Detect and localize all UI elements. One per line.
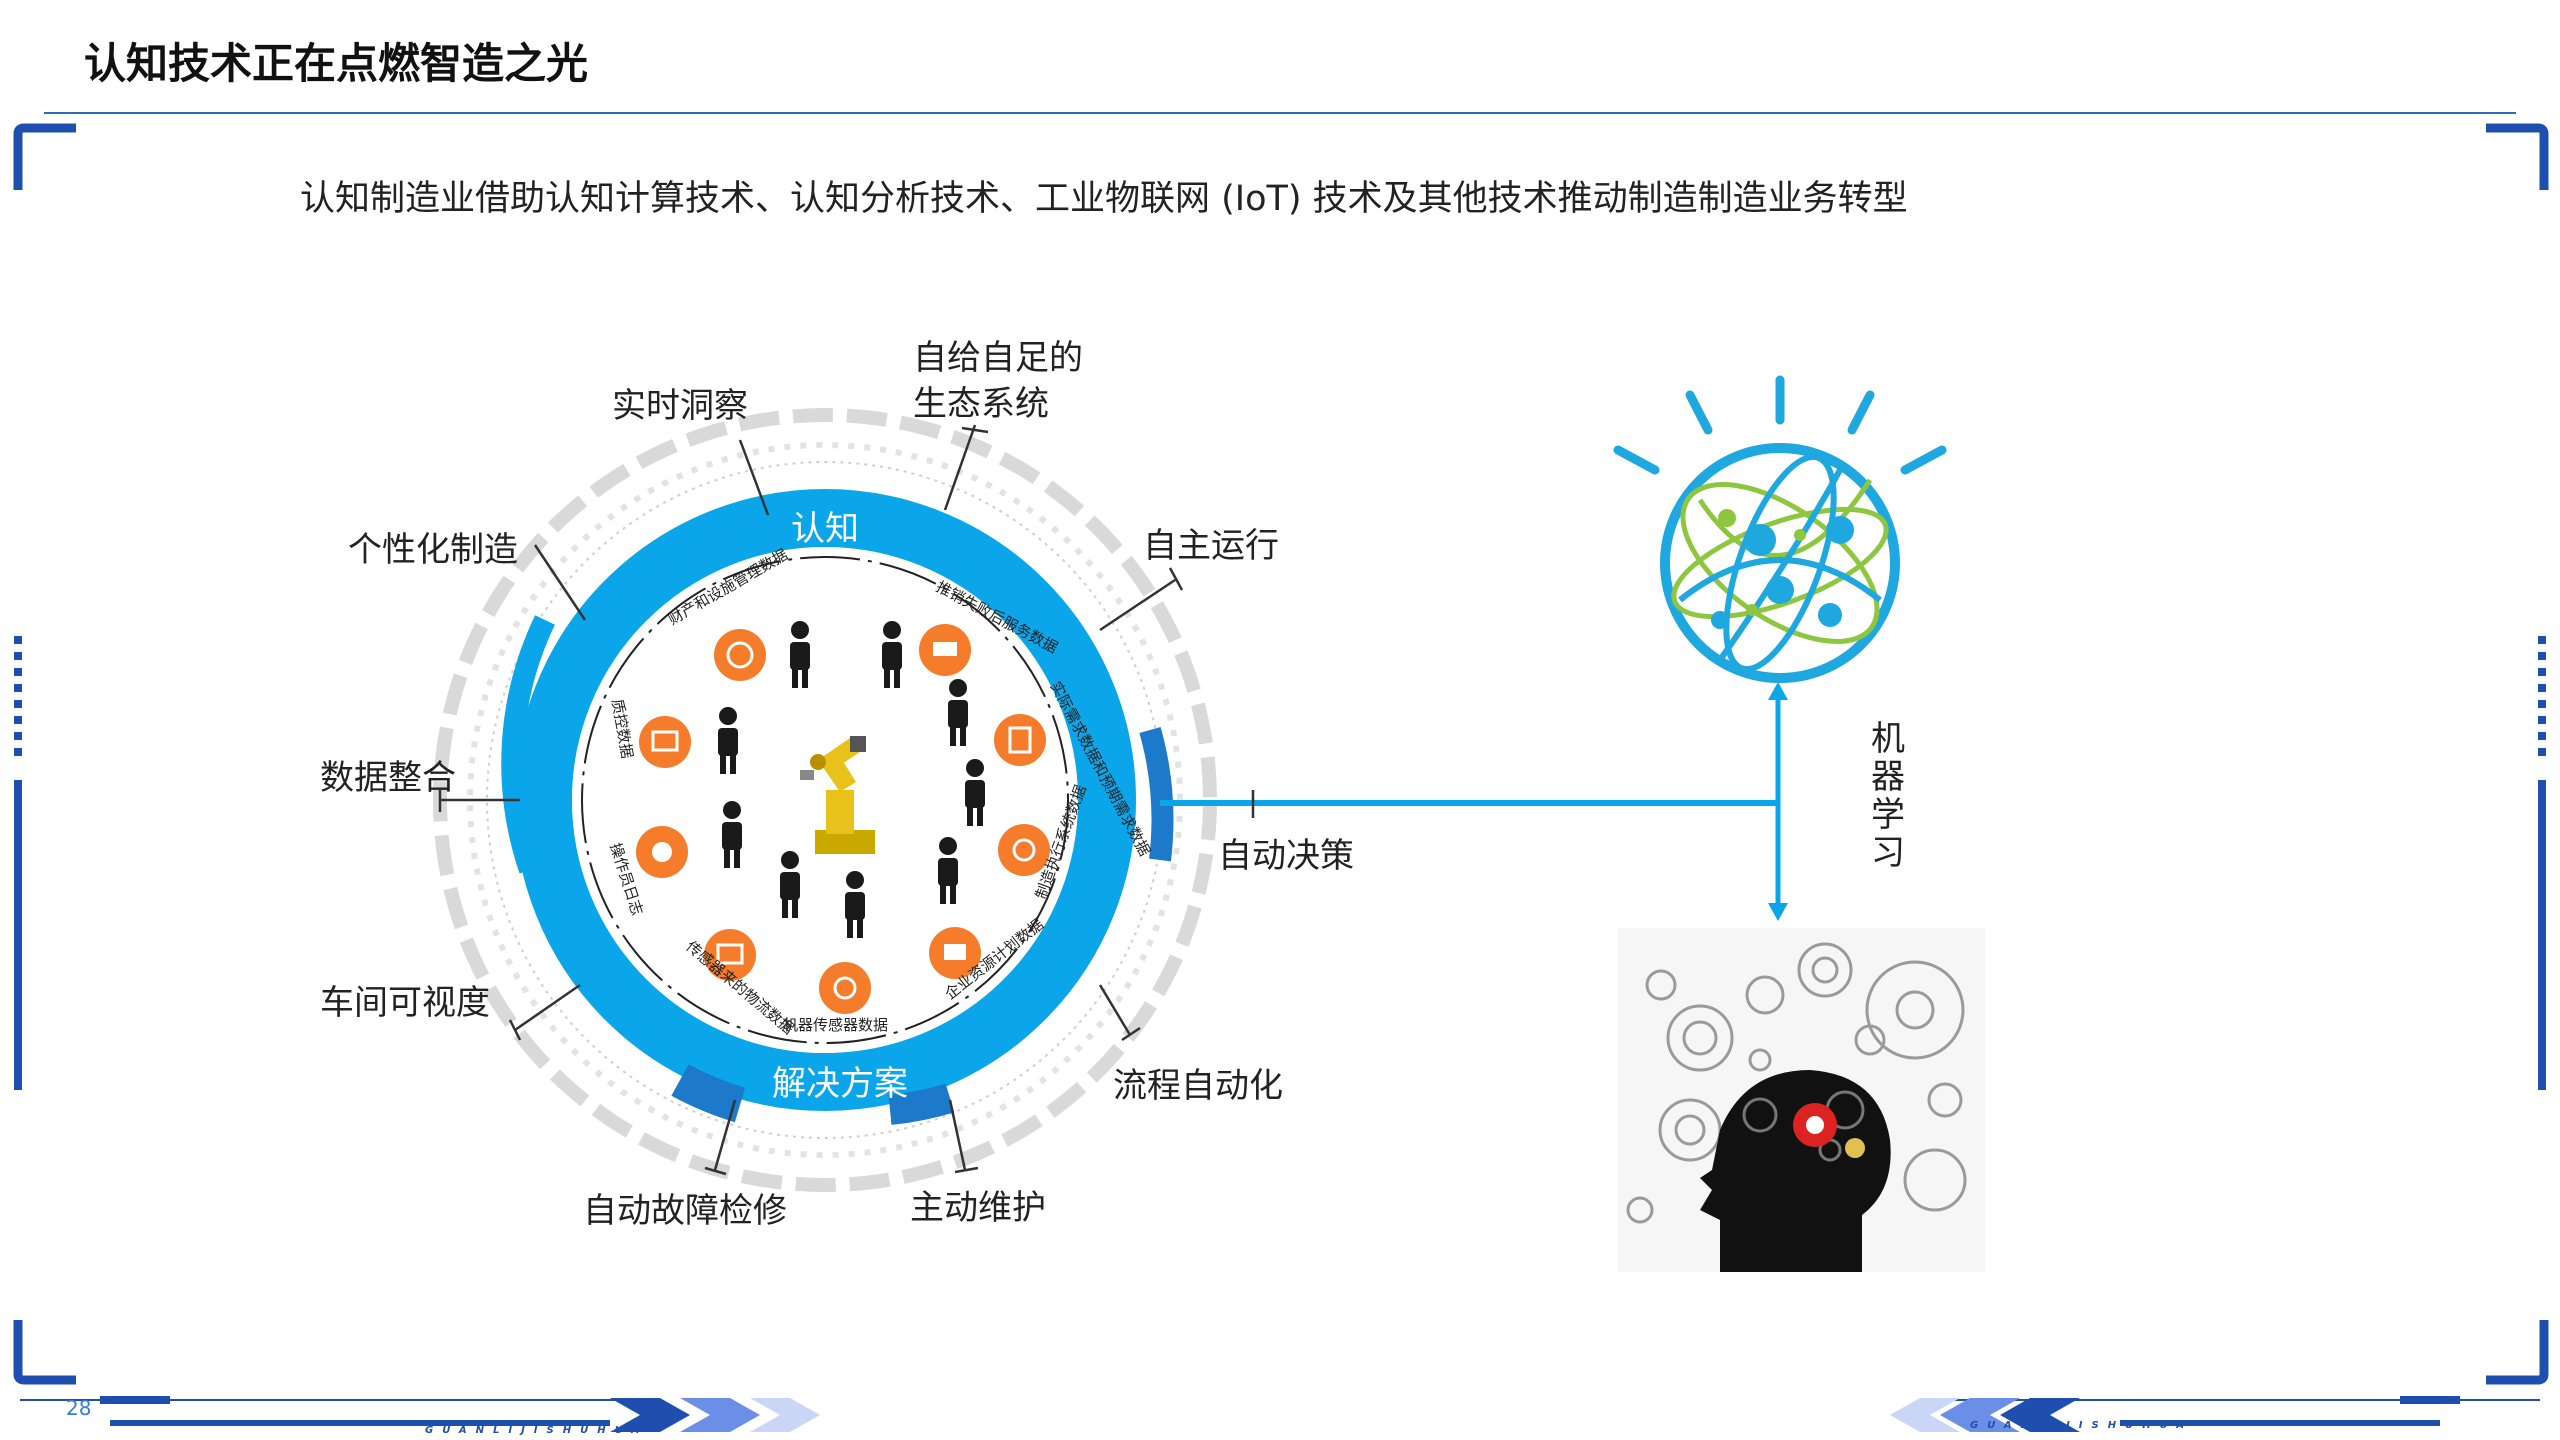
operator-log-icon	[636, 826, 688, 878]
leader-realtime	[738, 439, 770, 516]
leader-personalized	[533, 544, 587, 621]
left-side-bar	[14, 780, 22, 1090]
robot-arm-icon	[800, 736, 875, 854]
leader-integration	[438, 790, 520, 812]
erp-data-icon	[929, 927, 981, 979]
ring-segment-right	[1139, 727, 1174, 862]
arrow-down	[1768, 903, 1788, 921]
footer-right-decoration	[1890, 1396, 2540, 1432]
leader-maintenance	[948, 1099, 979, 1174]
corner-bracket-top-right	[2486, 123, 2549, 190]
footer-brand-right: GUANLIJISHUHUA	[1970, 1420, 2193, 1431]
label-decision: 自动决策	[1218, 836, 1354, 876]
label-realtime-insight: 实时洞察	[612, 386, 748, 426]
label-process: 流程自动化	[1113, 1066, 1283, 1106]
mes-data-icon	[998, 824, 1050, 876]
person-icon-3	[948, 679, 968, 746]
sales-data-icon	[919, 624, 971, 676]
label-ecosystem-line2: 生态系统	[913, 384, 1049, 424]
leader-ecosystem	[943, 424, 989, 511]
right-side-dashes	[2538, 636, 2546, 756]
footer-brand-left: GUANLIJISHUHUA	[425, 1425, 648, 1436]
person-icon-2	[882, 621, 902, 688]
ring-label-solution: 解决方案	[772, 1064, 908, 1104]
corner-bracket-bottom-left	[13, 1320, 76, 1385]
leader-repair	[704, 1099, 737, 1176]
ring-segment-bottom-right	[888, 1083, 955, 1125]
person-icon-9	[845, 871, 865, 938]
label-repair: 自动故障检修	[583, 1191, 787, 1231]
sensor-data-icon	[819, 962, 871, 1014]
cognition-ring	[514, 489, 1136, 1111]
right-side-bar	[2538, 780, 2546, 1090]
subtitle: 认知制造业借助认知计算技术、认知分析技术、工业物联网 (IoT) 技术及其他技术…	[300, 179, 1908, 219]
label-ecosystem-line1: 自给自足的	[913, 338, 1083, 378]
header-divider	[44, 112, 2516, 114]
watson-globe-icon	[1613, 375, 1947, 683]
logistics-data-icon	[704, 929, 756, 981]
person-icon-6	[722, 801, 742, 868]
page-number: 28	[66, 1396, 92, 1420]
label-maintenance: 主动维护	[910, 1188, 1046, 1228]
arrow-up	[1768, 682, 1788, 700]
demand-data-icon	[994, 714, 1046, 766]
ring-segment-left	[501, 615, 555, 874]
quality-data-icon	[639, 716, 691, 768]
person-icon-5	[965, 759, 985, 826]
footer-left-decoration	[20, 1396, 820, 1432]
page-title: 认知技术正在点燃智造之光	[84, 39, 589, 88]
label-personalized: 个性化制造	[348, 530, 518, 570]
leader-process	[1098, 984, 1141, 1042]
left-side-dashes	[14, 636, 22, 756]
ring-segment-bottom-left	[671, 1064, 746, 1123]
inner-label-sensor: 机器传感器数据	[783, 1016, 888, 1034]
person-icon-8	[780, 851, 800, 918]
corner-bracket-bottom-right	[2486, 1320, 2549, 1385]
label-visibility: 车间可视度	[320, 983, 490, 1023]
person-icon-4	[718, 707, 738, 774]
asset-data-icon	[714, 629, 766, 681]
corner-bracket-top-left	[13, 123, 76, 190]
inner-dashed-circle	[581, 556, 1069, 1044]
person-icon-1	[790, 621, 810, 688]
label-machine-learning: 机器学习	[1871, 719, 1905, 873]
label-integration: 数据整合	[320, 758, 456, 798]
leader-visibility	[508, 983, 581, 1041]
leader-autonomous	[1099, 567, 1184, 632]
person-icon-7	[938, 837, 958, 904]
gears-head-image	[1618, 928, 1985, 1272]
ring-label-cognition: 认知	[791, 509, 859, 549]
label-autonomous: 自主运行	[1143, 526, 1279, 566]
